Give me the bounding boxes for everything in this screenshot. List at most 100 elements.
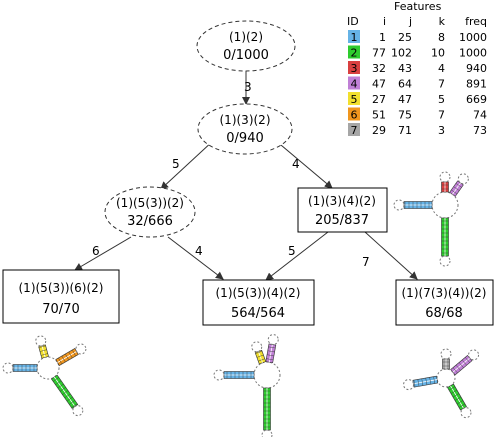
edge-n1532-to-n15342: [167, 236, 224, 280]
node-n17342-count: 68/68: [425, 306, 462, 321]
node-n17342: (1)(7(3)(4))(2) 68/68: [395, 279, 494, 326]
feature-k: 3: [438, 124, 445, 137]
node-n15342-label: (1)(5(3))(4)(2): [216, 286, 301, 300]
rna-structure-n15362: [2, 335, 87, 417]
feature-k: 4: [438, 62, 445, 75]
helix-stem: [442, 358, 450, 370]
feature-k: 10: [431, 47, 445, 60]
node-n1532-label: (1)(5(3))(2): [116, 196, 184, 210]
edge-label-7: 7: [362, 255, 370, 269]
feature-j: 102: [391, 47, 412, 60]
hairpin-loop: [403, 379, 415, 391]
hairpin-loop: [251, 341, 263, 353]
hairpin-loop: [439, 255, 451, 267]
edge-n1342-to-n15342: [265, 231, 329, 281]
helix-stem: [223, 371, 255, 379]
edge-label-4a: 4: [292, 157, 300, 171]
feature-id: 4: [351, 78, 358, 91]
feature-color-swatch: [348, 107, 360, 121]
node-n17342-label: (1)(7(3)(4))(2): [402, 286, 487, 300]
feature-id: 6: [351, 109, 358, 122]
hairpin-loop: [431, 191, 459, 219]
hairpin-loop: [253, 361, 281, 389]
edge-label-5a: 5: [172, 157, 180, 171]
helix-stem: [265, 343, 277, 364]
helix-stem: [51, 374, 79, 409]
hairpin-loop: [35, 335, 47, 347]
hairpin-loop: [261, 429, 273, 437]
hairpin-loop: [468, 349, 480, 361]
feature-id: 5: [351, 93, 358, 106]
feature-freq: 891: [466, 78, 487, 91]
feature-i: 51: [372, 109, 386, 122]
hairpin-loop: [213, 369, 225, 381]
helix-stem: [447, 383, 467, 411]
node-n132: (1)(3)(2) 0/940: [197, 103, 293, 155]
helix-stem: [412, 375, 439, 388]
hairpin-loop: [75, 343, 87, 355]
rna-structure-n17342: [403, 348, 480, 419]
feature-freq: 74: [473, 109, 487, 122]
node-n15362: (1)(5(3))(6)(2) 70/70: [2, 269, 120, 324]
feature-color-swatch: [348, 123, 360, 136]
rna-structure-n15342: [213, 334, 281, 437]
hairpin-loop: [439, 171, 451, 183]
node-root-label: (1)(2): [229, 30, 263, 44]
feature-id: 7: [351, 124, 358, 137]
feature-color-swatch: [348, 61, 360, 74]
features-header-id: ID: [347, 15, 359, 28]
feature-k: 7: [438, 109, 445, 122]
node-n1532-count: 32/666: [127, 214, 173, 229]
feature-color-swatch: [348, 30, 360, 43]
helix-stem: [263, 387, 271, 431]
node-n1532: (1)(5(3))(2) 32/666: [104, 186, 196, 238]
hairpin-loop: [457, 173, 469, 185]
helix-stem: [254, 349, 267, 365]
node-n1342: (1)(3)(4)(2) 205/837: [297, 187, 388, 233]
feature-k: 7: [438, 78, 445, 91]
hairpin-loop: [2, 362, 14, 374]
edge-n1532-to-n15362: [74, 236, 132, 271]
rna-structures: [2, 171, 480, 437]
node-n15362-label: (1)(5(3))(6)(2): [19, 281, 104, 295]
feature-j: 47: [398, 93, 412, 106]
feature-i: 27: [372, 93, 386, 106]
feature-id: 1: [351, 31, 358, 44]
hairpin-loop: [36, 356, 60, 380]
feature-id: 3: [351, 62, 358, 75]
nodes: (1)(2) 0/1000 (1)(3)(2) 0/940 (1)(5(3))(…: [2, 20, 494, 326]
features-header-freq: freq: [465, 15, 487, 28]
edge-n1342-to-n17342: [364, 231, 418, 280]
helix-stem: [441, 181, 449, 193]
hairpin-loop: [72, 405, 84, 417]
feature-k: 8: [438, 31, 445, 44]
node-n132-count: 0/940: [226, 131, 263, 146]
features-header-j: j: [408, 15, 412, 28]
node-root-count: 0/1000: [223, 48, 269, 63]
feature-freq: 73: [473, 124, 487, 137]
node-n15362-count: 70/70: [42, 302, 79, 317]
hairpin-loop: [393, 199, 405, 211]
node-n132-label: (1)(3)(2): [220, 113, 271, 127]
feature-j: 64: [398, 78, 412, 91]
hairpin-loop: [440, 348, 452, 360]
feature-j: 71: [398, 124, 412, 137]
edge-label-4b: 4: [195, 244, 203, 258]
feature-freq: 1000: [459, 47, 487, 60]
hairpin-loop: [460, 407, 472, 419]
edge-n132-to-n1532: [160, 139, 215, 190]
helix-stem: [38, 344, 49, 359]
features-title: Features: [394, 0, 442, 13]
edge-n132-to-n1342: [274, 139, 333, 189]
feature-k: 5: [438, 93, 445, 106]
feature-freq: 1000: [459, 31, 487, 44]
